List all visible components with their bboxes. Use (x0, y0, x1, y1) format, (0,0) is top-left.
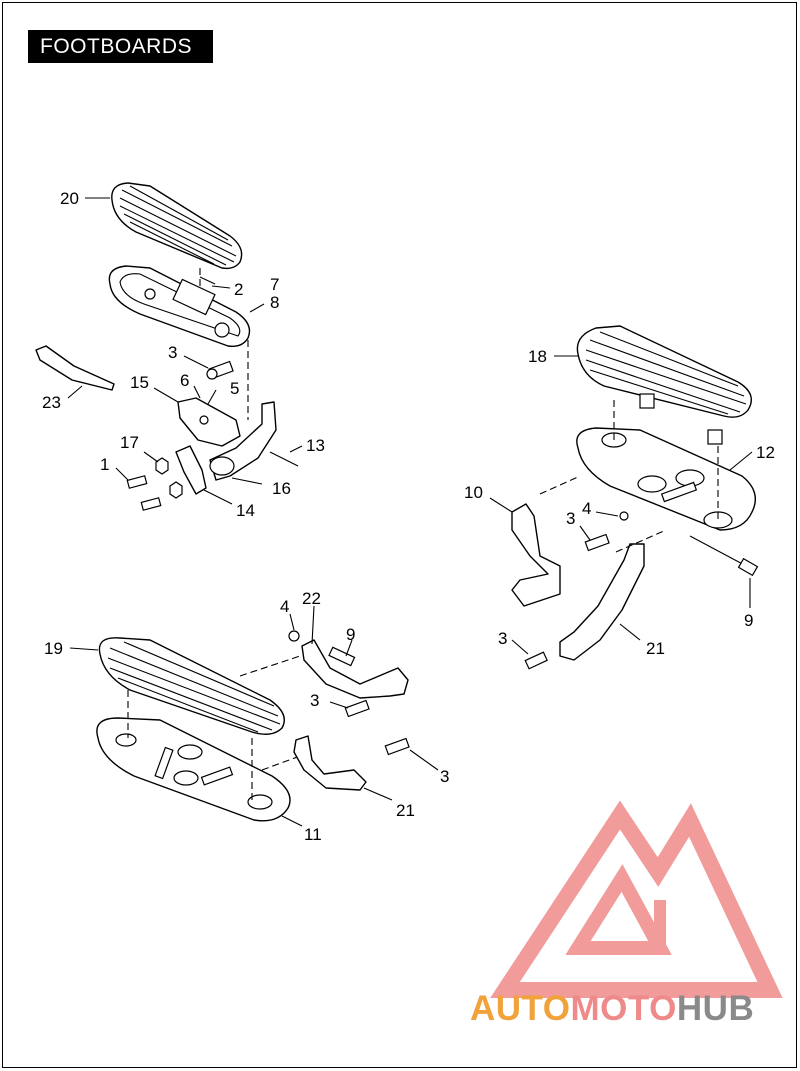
watermark-text: AUTOMOTOHUB (470, 989, 754, 1028)
part-4-washer (288, 630, 300, 642)
callout-17: 17 (120, 433, 139, 452)
callout-11: 11 (304, 825, 322, 844)
callout-15: 15 (130, 373, 149, 392)
callout-3-c: 3 (498, 629, 507, 648)
part-10-bracket (511, 503, 561, 607)
callout-21-a: 21 (646, 639, 665, 658)
part-3-bolt-d (344, 699, 370, 718)
part-15-bracket (177, 397, 241, 447)
watermark-text-moto: MOTO (571, 989, 677, 1028)
part-14-link (175, 445, 207, 495)
callout-14: 14 (236, 501, 255, 520)
callout-10: 10 (464, 483, 483, 502)
part-20-footboard-pad (111, 182, 243, 270)
part-3-bolt-e (384, 737, 410, 756)
callout-16: 16 (272, 479, 291, 498)
callout-3-d: 3 (310, 691, 319, 710)
callout-19: 19 (44, 639, 63, 658)
callout-1: 1 (100, 455, 109, 474)
callout-7: 7 (270, 275, 279, 294)
part-1-bolt (126, 475, 148, 489)
part-22-bracket (301, 639, 409, 699)
part-19-footboard-pad (98, 637, 285, 735)
part-21-bracket-b (293, 735, 367, 791)
part-9-bolt (737, 557, 759, 577)
part-8-footboard-pan (108, 265, 251, 348)
callout-9-a: 9 (744, 611, 753, 630)
part-12-footboard-pan (576, 427, 756, 531)
part-17-nut (155, 457, 169, 475)
part-21-bracket-a (559, 543, 645, 661)
callout-4-a: 4 (582, 499, 591, 518)
callout-20: 20 (60, 189, 79, 208)
callout-5: 5 (230, 379, 239, 398)
callout-13: 13 (306, 436, 325, 455)
part-3-bolt-c (524, 651, 548, 670)
callout-12: 12 (756, 443, 775, 462)
callout-6: 6 (180, 371, 189, 390)
part-3-bolt-b (584, 533, 610, 552)
callout-8: 8 (270, 293, 279, 312)
callout-18: 18 (528, 347, 547, 366)
page-title: FOOTBOARDS (28, 30, 213, 63)
watermark-text-auto: AUTO (470, 989, 571, 1028)
part-11-footboard-pan (96, 717, 291, 822)
callout-3-b: 3 (566, 509, 575, 528)
part-3-bolt-a (206, 360, 234, 380)
part-18-footboard-pad (576, 325, 752, 445)
callout-23: 23 (42, 393, 61, 412)
part-23-plate (35, 345, 115, 391)
callout-9-b: 9 (346, 625, 355, 644)
callout-21-b: 21 (396, 801, 415, 820)
callout-4-b: 4 (280, 597, 289, 616)
callout-22: 22 (302, 589, 321, 608)
callout-3-e: 3 (440, 767, 449, 786)
watermark-text-hub: HUB (677, 989, 754, 1028)
watermark-logo (490, 800, 783, 998)
callout-3-a: 3 (168, 343, 177, 362)
callout-2: 2 (234, 280, 243, 299)
